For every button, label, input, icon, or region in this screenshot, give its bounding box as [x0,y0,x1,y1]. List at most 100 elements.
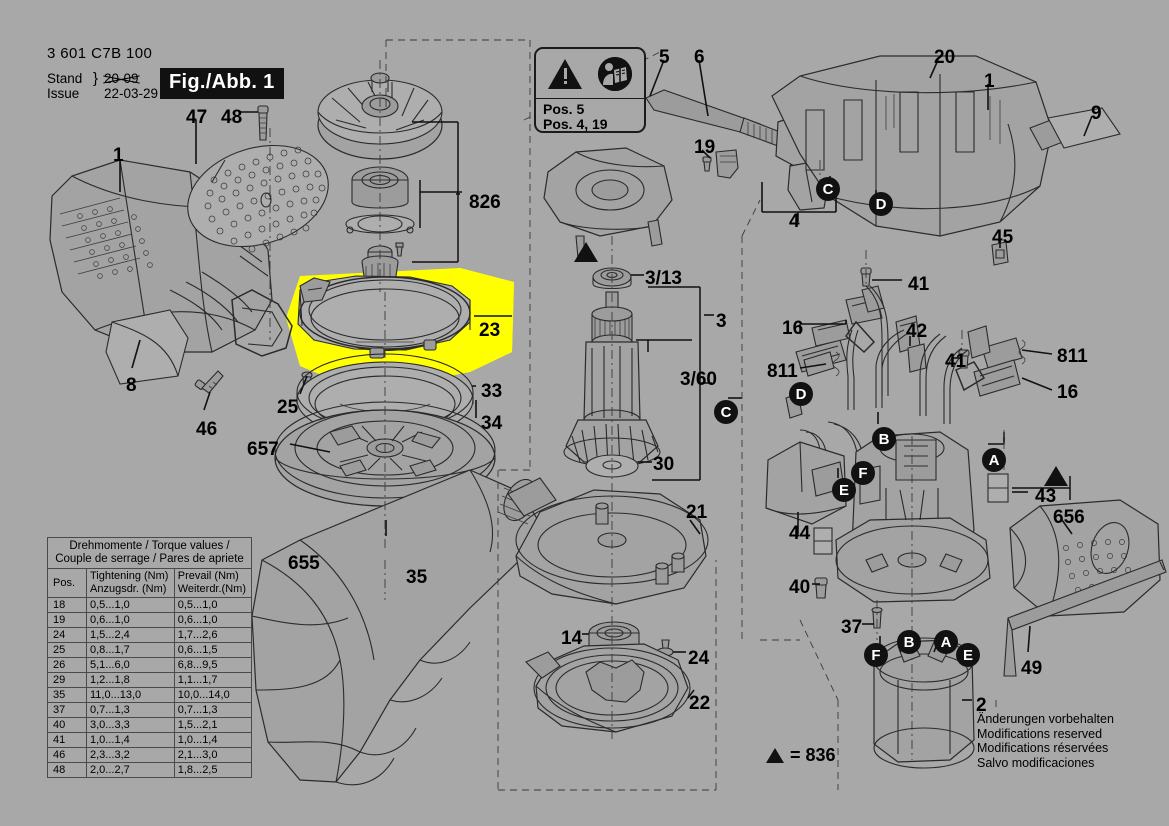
date-block: Stand Issue } 20-09 22-03-29 [47,70,159,101]
torque-cell-pos: 18 [47,597,87,613]
part-42-connectors [895,315,991,373]
torque-header-prevail: Prevail (Nm) Weiterdr.(Nm) [173,568,253,598]
highlight-region-part-23-tail [460,268,514,372]
torque-cell-tightening: 2,3...3,2 [86,747,175,763]
torque-cell-pos: 46 [47,747,87,763]
stand-value: 20-09 [104,71,139,86]
torque-cell-prevail: 0,5...1,0 [173,597,253,613]
torque-cell-prevail: 0,6...1,0 [173,612,253,628]
circle-tag-B: B [872,427,896,451]
leader-lines [119,59,1093,701]
callout-label-41: 41 [908,274,930,295]
part-motor-housing [835,431,991,603]
part-43-marker [987,473,1071,503]
part-47-perforated-pad [187,144,329,253]
part-49-hex-key [1003,559,1167,677]
part-19-bushing [702,149,739,179]
circle-tag-A: A [934,630,958,654]
torque-header-tightening-de: Anzugsdr. (Nm) [90,583,167,595]
torque-values-table: Drehmomente / Torque values / Couple de … [47,537,253,778]
torque-cell-tightening: 0,5...1,0 [86,597,175,613]
callout-label-826: 826 [469,192,501,213]
torque-cell-pos: 24 [47,627,87,643]
warning-badge: Pos. 5 Pos. 4, 19 [534,47,646,133]
part-fan-assembly [317,72,443,160]
callout-label-655: 655 [288,553,320,574]
callout-label-47: 47 [186,107,208,128]
torque-title-line1: Drehmomente / Torque values / [69,540,230,552]
warning-pos-line1: Pos. 5 [543,101,585,117]
torque-cell-pos: 26 [47,657,87,673]
callout-label-3-13: 3/13 [645,268,682,289]
triangle-icon [766,748,784,763]
note-fr: Modifications réservées [977,741,1109,755]
callout-label-33: 33 [481,381,503,402]
circle-tag-A: A [982,448,1006,472]
note-de: Änderungen vorbehalten [977,712,1114,726]
torque-cell-prevail: 1,1...1,7 [173,672,253,688]
circle-tag-E: E [956,643,980,667]
callout-label-6: 6 [694,47,705,68]
callout-label-21: 21 [686,502,708,523]
callout-label-49: 49 [1021,658,1043,679]
part-20-1-housing-right [771,55,1121,237]
torque-cell-pos: 41 [47,732,87,748]
circle-tag-C: C [816,177,840,201]
torque-cell-pos: 35 [47,687,87,703]
torque-cell-tightening: 0,6...1,0 [86,612,175,628]
part-22-sanding-pad [525,643,691,733]
circle-tag-E: E [832,478,856,502]
callout-label-37: 37 [841,617,863,638]
torque-cell-prevail: 10,0...14,0 [173,687,253,703]
torque-cell-prevail: 0,6...1,5 [173,642,253,658]
torque-cell-prevail: 1,7...2,6 [173,627,253,643]
read-manual-icon [598,56,632,91]
torque-cell-tightening: 1,5...2,4 [86,627,175,643]
torque-cell-tightening: 1,2...1,8 [86,672,175,688]
issue-label: Issue [47,86,80,101]
torque-cell-pos: 29 [47,672,87,688]
circle-tag-F: F [864,643,888,667]
callout-label-30: 30 [653,454,675,475]
callout-label-1: 1 [984,71,995,92]
circle-tag-D: D [789,382,813,406]
circle-tag-C: C [714,400,738,424]
callout-label-22: 22 [689,693,711,714]
callout-label-2: 2 [976,695,987,716]
torque-header-tightening-en: Tightening (Nm) [90,570,169,582]
warning-pos-line2: Pos. 4, 19 [543,116,608,132]
callout-label-9: 9 [1091,103,1102,124]
callout-label-19: 19 [694,137,716,158]
section-frames [385,39,1005,791]
part-811-spring-left [803,351,840,377]
callout-label-42: 42 [906,321,928,342]
callout-label-811: 811 [767,361,798,382]
torque-cell-pos: 40 [47,717,87,733]
torque-cell-tightening: 5,1...6,0 [86,657,175,673]
torque-header-tightening: Tightening (Nm) Anzugsdr. (Nm) [86,568,175,598]
callout-label-46: 46 [196,419,218,440]
callout-label-14: 14 [561,628,583,649]
callout-label-45: 45 [992,227,1014,248]
callout-label-35: 35 [406,567,428,588]
triangle-marker-1 [574,242,598,262]
torque-cell-tightening: 0,7...1,3 [86,702,175,718]
callout-label-41: 41 [945,351,967,372]
triangle-legend-text: = 836 [790,745,836,765]
callout-label-25: 25 [277,397,299,418]
callout-label-16: 16 [1057,382,1079,403]
circle-tag-D: D [869,192,893,216]
axis-lines [269,60,963,760]
note-en: Modifications reserved [977,726,1103,741]
